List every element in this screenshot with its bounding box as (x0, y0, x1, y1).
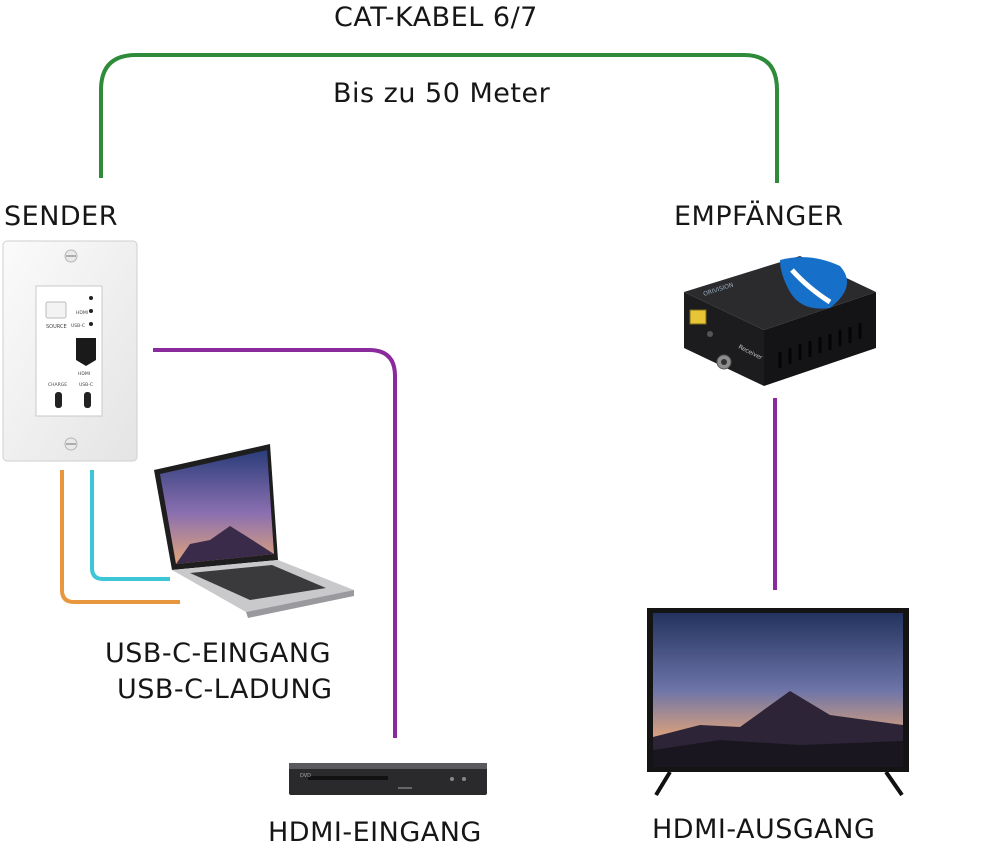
laptop-label-usbc-input: USB-C-EINGANG (105, 638, 331, 669)
usbc-port-icon (55, 392, 62, 408)
tv-label: HDMI-AUSGANG (652, 814, 876, 845)
laptop-label-usbc-charge: USB-C-LADUNG (117, 674, 333, 705)
cable-title: CAT-KABEL 6/7 (334, 2, 538, 33)
svg-text:HDMI: HDMI (76, 310, 88, 316)
svg-text:HDMI: HDMI (78, 371, 90, 377)
sender-label: SENDER (4, 201, 119, 232)
receiver-label: EMPFÄNGER (674, 201, 844, 232)
source-button (45, 301, 67, 319)
svg-text:USB-C: USB-C (71, 323, 85, 329)
usbc-charge-line (60, 470, 180, 604)
svg-text:DVD: DVD (300, 773, 311, 779)
ethernet-port-icon (689, 309, 707, 325)
sender-wallplate: SOURCE HDMI USB-C HDMI CHARGE USB-C (2, 240, 138, 462)
cable-distance: Bis zu 50 Meter (333, 78, 551, 109)
player-label: HDMI-EINGANG (268, 817, 482, 848)
usbc-port-icon (84, 392, 91, 408)
dvd-player: DVD (289, 763, 487, 795)
receiver-device: ORIVISION Receiver (684, 256, 876, 386)
svg-text:USB-C: USB-C (79, 382, 93, 388)
svg-text:CHARGE: CHARGE (48, 382, 67, 388)
usbc-input-line (90, 470, 170, 581)
laptop (154, 444, 354, 618)
cat-cable-line (99, 53, 779, 183)
svg-text:SOURCE: SOURCE (46, 324, 67, 330)
hdmi-input-line (153, 348, 397, 738)
hdmi-port-icon (76, 338, 96, 366)
tv (647, 608, 909, 797)
